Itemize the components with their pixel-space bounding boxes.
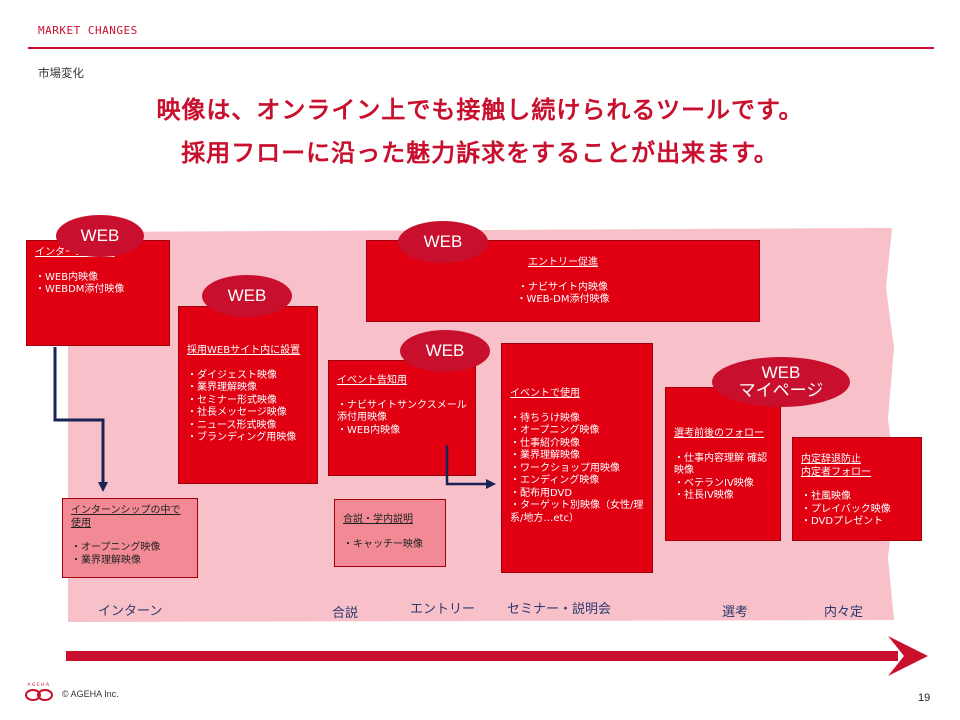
box-title: 合説・学内説明: [343, 514, 413, 525]
list-item: オープニング映像: [71, 542, 189, 555]
list-item: 仕事内容理解 確認映像: [674, 453, 772, 478]
recruit-site-box: 採用WEBサイト内に設置 ダイジェスト映像 業界理解映像 セミナー形式映像 社長…: [178, 306, 318, 484]
stage-label: 合説: [332, 606, 359, 621]
stage-label: エントリー: [410, 602, 476, 617]
list-item: ブランディング用映像: [187, 432, 309, 445]
list-item: ナビサイト内映像: [375, 282, 751, 295]
selection-follow-box: 選考前後のフォロー 仕事内容理解 確認映像 ベテランIV映像 社長IV映像: [665, 387, 781, 541]
list-item: 配布用DVD: [510, 488, 644, 501]
list-item: 業界理解映像: [71, 555, 189, 568]
subheading: 市場変化: [38, 66, 84, 80]
box-title-line-1: インターンシップの中で: [71, 505, 181, 516]
list-item: キャッチー映像: [343, 539, 437, 552]
list-item: ダイジェスト映像: [187, 370, 309, 383]
event-connector-arrow: [445, 445, 496, 489]
naitei-follow-box: 内定辞退防止 内定者フォロー 社風映像 プレイバック映像 DVDプレゼント: [792, 437, 922, 541]
badge-line-2: マイページ: [738, 381, 824, 400]
list-item: 業界理解映像: [187, 382, 309, 395]
timeline-arrow: [66, 636, 928, 676]
intern-use-box: インターンシップの中で 使用 オープニング映像 業界理解映像: [62, 498, 198, 578]
box-title-line-2: 内定者フォロー: [801, 466, 871, 478]
svg-text:AGEHA: AGEHA: [27, 682, 50, 688]
web-badge: WEB: [400, 330, 490, 372]
list-item: 社長IV映像: [674, 490, 772, 503]
list-item: エンディング映像: [510, 475, 644, 488]
item-list: 待ちうけ映像 オープニング映像 仕事紹介映像 業界理解映像 ワークショップ用映像…: [510, 413, 644, 526]
list-item: オープニング映像: [510, 425, 644, 438]
list-item: セミナー形式映像: [187, 395, 309, 408]
joint-briefing-box: 合説・学内説明 キャッチー映像: [334, 499, 446, 567]
web-badge: WEB: [56, 215, 144, 257]
list-item: DVDプレゼント: [801, 516, 913, 529]
box-title: 採用WEBサイト内に設置: [187, 345, 301, 356]
item-list: 仕事内容理解 確認映像 ベテランIV映像 社長IV映像: [674, 453, 772, 503]
section-kicker: MARKET CHANGES: [38, 24, 138, 37]
web-badge: WEB: [202, 275, 292, 317]
web-badge: WEB: [398, 221, 488, 263]
box-title: エントリー促進: [528, 257, 598, 268]
headline-line-2: 採用フローに沿った魅力訴求をすることが出来ます。: [181, 139, 779, 167]
web-mypage-badge: WEB マイページ: [712, 357, 850, 407]
event-notice-box: イベント告知用 ナビサイトサンクスメール添付用映像 WEB内映像: [328, 360, 476, 476]
list-item: ナビサイトサンクスメール添付用映像: [337, 400, 467, 425]
box-title: 選考前後のフォロー: [674, 428, 764, 439]
list-item: 待ちうけ映像: [510, 413, 644, 426]
item-list: 社風映像 プレイバック映像 DVDプレゼント: [801, 491, 913, 529]
item-list: ナビサイト内映像 WEB-DM添付映像: [375, 282, 751, 307]
list-item: ターゲット別映像（女性/理系/地方…etc）: [510, 500, 644, 525]
box-title: イベント告知用: [337, 375, 407, 386]
headline-line-1: 映像は、オンライン上でも接触し続けられるツールです。: [156, 96, 804, 124]
list-item: WEB内映像: [337, 425, 467, 438]
list-item: 社長メッセージ映像: [187, 407, 309, 420]
event-use-box: イベントで使用 待ちうけ映像 オープニング映像 仕事紹介映像 業界理解映像 ワー…: [501, 343, 653, 573]
list-item: 仕事紹介映像: [510, 438, 644, 451]
list-item: ワークショップ用映像: [510, 463, 644, 476]
stage-label: 選考: [722, 605, 749, 620]
header-rule: [28, 47, 934, 49]
list-item: プレイバック映像: [801, 504, 913, 517]
stage-label: セミナー・説明会: [507, 602, 612, 617]
box-title-line-2: 使用: [71, 517, 91, 529]
copyright: © AGEHA Inc.: [62, 689, 119, 699]
item-list: オープニング映像 業界理解映像: [71, 542, 189, 567]
stage-label: インターン: [98, 604, 163, 619]
list-item: ベテランIV映像: [674, 478, 772, 491]
page-number: 19: [918, 692, 931, 704]
intern-connector-arrow: [53, 347, 108, 492]
box-title-line-1: 内定辞退防止: [801, 454, 861, 465]
list-item: WEB内映像: [35, 272, 161, 285]
item-list: キャッチー映像: [343, 539, 437, 552]
intern-notice-box: インターン告知用 WEB内映像 WEBDM添付映像: [26, 240, 170, 346]
list-item: 業界理解映像: [510, 450, 644, 463]
ageha-logo-icon: AGEHA: [25, 682, 53, 701]
item-list: ナビサイトサンクスメール添付用映像 WEB内映像: [337, 400, 467, 438]
item-list: ダイジェスト映像 業界理解映像 セミナー形式映像 社長メッセージ映像 ニュース形…: [187, 370, 309, 445]
list-item: WEBDM添付映像: [35, 284, 161, 297]
badge-line-1: WEB: [761, 363, 801, 382]
stage-label: 内々定: [824, 605, 864, 620]
box-title: イベントで使用: [510, 388, 580, 399]
list-item: WEB-DM添付映像: [375, 294, 751, 307]
item-list: WEB内映像 WEBDM添付映像: [35, 272, 161, 297]
list-item: 社風映像: [801, 491, 913, 504]
list-item: ニュース形式映像: [187, 420, 309, 433]
